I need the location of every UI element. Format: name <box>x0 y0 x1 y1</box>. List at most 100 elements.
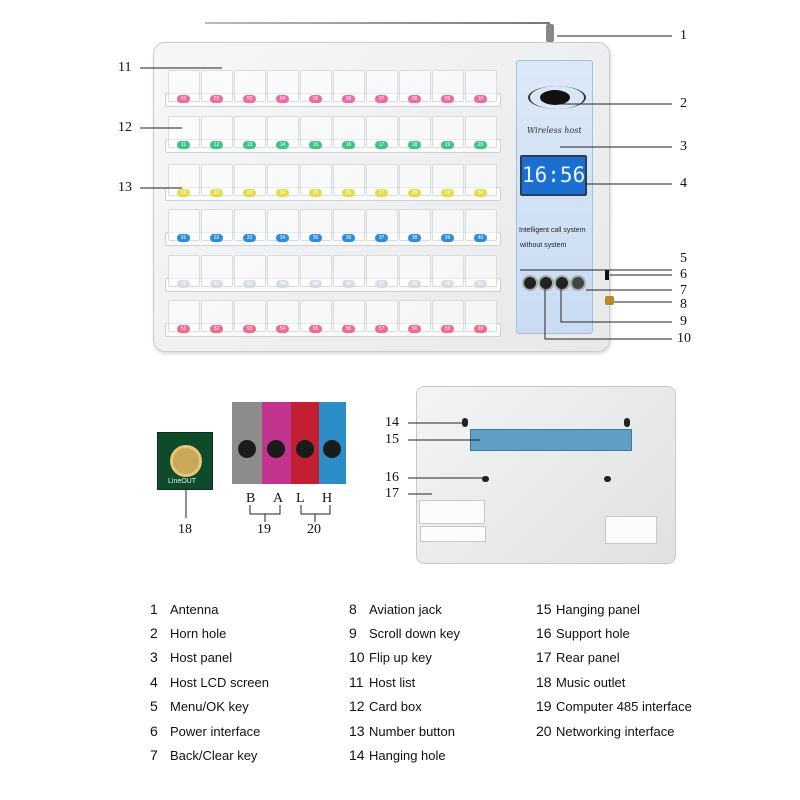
number-button[interactable]: 02 <box>210 95 223 103</box>
number-button[interactable]: 36 <box>342 234 355 242</box>
number-button[interactable]: 50 <box>474 280 487 288</box>
card-box <box>465 116 497 148</box>
legend-number: 3 <box>150 649 158 665</box>
number-button[interactable]: 22 <box>210 189 223 197</box>
jack-l-hole <box>296 440 314 458</box>
scroll-down-key[interactable] <box>554 275 570 291</box>
legend-number: 8 <box>349 601 357 617</box>
number-button[interactable]: 54 <box>276 325 289 333</box>
number-button[interactable]: 21 <box>177 189 190 197</box>
number-button[interactable]: 58 <box>408 325 421 333</box>
power-interface <box>605 270 609 280</box>
brand-script: Wireless host <box>527 126 582 135</box>
number-button[interactable]: 13 <box>243 141 256 149</box>
number-button[interactable]: 28 <box>408 189 421 197</box>
number-button[interactable]: 41 <box>177 280 190 288</box>
number-button[interactable]: 35 <box>309 234 322 242</box>
number-button[interactable]: 53 <box>243 325 256 333</box>
menu-ok-key[interactable] <box>522 275 538 291</box>
number-button[interactable]: 12 <box>210 141 223 149</box>
number-button[interactable]: 09 <box>441 95 454 103</box>
number-button[interactable]: 04 <box>276 95 289 103</box>
number-button[interactable]: 60 <box>474 325 487 333</box>
callout-3: 3 <box>680 139 687 154</box>
number-button[interactable]: 44 <box>276 280 289 288</box>
number-button[interactable]: 03 <box>243 95 256 103</box>
number-button[interactable]: 57 <box>375 325 388 333</box>
number-button[interactable]: 31 <box>177 234 190 242</box>
flip-up-key[interactable] <box>538 275 554 291</box>
number-button[interactable]: 49 <box>441 280 454 288</box>
legend-label: Hanging hole <box>369 748 446 763</box>
callout-17: 17 <box>385 486 399 501</box>
legend-number: 17 <box>536 649 552 665</box>
number-button[interactable]: 47 <box>375 280 388 288</box>
number-button[interactable]: 32 <box>210 234 223 242</box>
legend-label: Computer 485 interface <box>556 699 692 714</box>
legend-item: 19 Computer 485 interface <box>536 698 692 714</box>
number-button[interactable]: 11 <box>177 141 190 149</box>
number-button[interactable]: 34 <box>276 234 289 242</box>
number-button[interactable]: 46 <box>342 280 355 288</box>
number-button[interactable]: 52 <box>210 325 223 333</box>
legend-label: Hanging panel <box>556 602 640 617</box>
legend-number: 2 <box>150 625 158 641</box>
legend-label: Number button <box>369 724 455 739</box>
number-button[interactable]: 29 <box>441 189 454 197</box>
jack-a-hole <box>267 440 285 458</box>
number-button[interactable]: 43 <box>243 280 256 288</box>
legend-label: Flip up key <box>369 650 432 665</box>
back-clear-key[interactable] <box>570 275 586 291</box>
callout-4: 4 <box>680 176 687 191</box>
number-button[interactable]: 33 <box>243 234 256 242</box>
number-button[interactable]: 27 <box>375 189 388 197</box>
number-button[interactable]: 42 <box>210 280 223 288</box>
callout-15: 15 <box>385 432 399 447</box>
number-button[interactable]: 38 <box>408 234 421 242</box>
number-button[interactable]: 14 <box>276 141 289 149</box>
legend-label: Host LCD screen <box>170 675 269 690</box>
number-button[interactable]: 15 <box>309 141 322 149</box>
rear-sticker-1 <box>419 500 485 524</box>
number-button[interactable]: 30 <box>474 189 487 197</box>
number-button[interactable]: 23 <box>243 189 256 197</box>
legend-label: Power interface <box>170 724 261 739</box>
number-button[interactable]: 24 <box>276 189 289 197</box>
number-button[interactable]: 39 <box>441 234 454 242</box>
legend-number: 19 <box>536 698 552 714</box>
callout-8: 8 <box>680 297 687 312</box>
music-outlet-jack <box>170 445 202 477</box>
number-button[interactable]: 25 <box>309 189 322 197</box>
number-button[interactable]: 05 <box>309 95 322 103</box>
legend-label: Music outlet <box>556 675 626 690</box>
number-button[interactable]: 48 <box>408 280 421 288</box>
legend-number: 11 <box>349 674 364 690</box>
number-button[interactable]: 51 <box>177 325 190 333</box>
number-button[interactable]: 56 <box>342 325 355 333</box>
panel-text-line2: without system <box>520 242 567 249</box>
number-button[interactable]: 10 <box>474 95 487 103</box>
number-button[interactable]: 17 <box>375 141 388 149</box>
number-button[interactable]: 01 <box>177 95 190 103</box>
number-button[interactable]: 40 <box>474 234 487 242</box>
number-button[interactable]: 45 <box>309 280 322 288</box>
number-button[interactable]: 06 <box>342 95 355 103</box>
number-button[interactable]: 37 <box>375 234 388 242</box>
number-button[interactable]: 19 <box>441 141 454 149</box>
legend-label: Scroll down key <box>369 626 461 641</box>
number-button[interactable]: 55 <box>309 325 322 333</box>
number-button[interactable]: 08 <box>408 95 421 103</box>
number-button[interactable]: 20 <box>474 141 487 149</box>
number-button[interactable]: 26 <box>342 189 355 197</box>
number-button[interactable]: 16 <box>342 141 355 149</box>
number-button[interactable]: 59 <box>441 325 454 333</box>
number-button[interactable]: 18 <box>408 141 421 149</box>
callout-12: 12 <box>118 120 132 135</box>
number-button[interactable]: 07 <box>375 95 388 103</box>
